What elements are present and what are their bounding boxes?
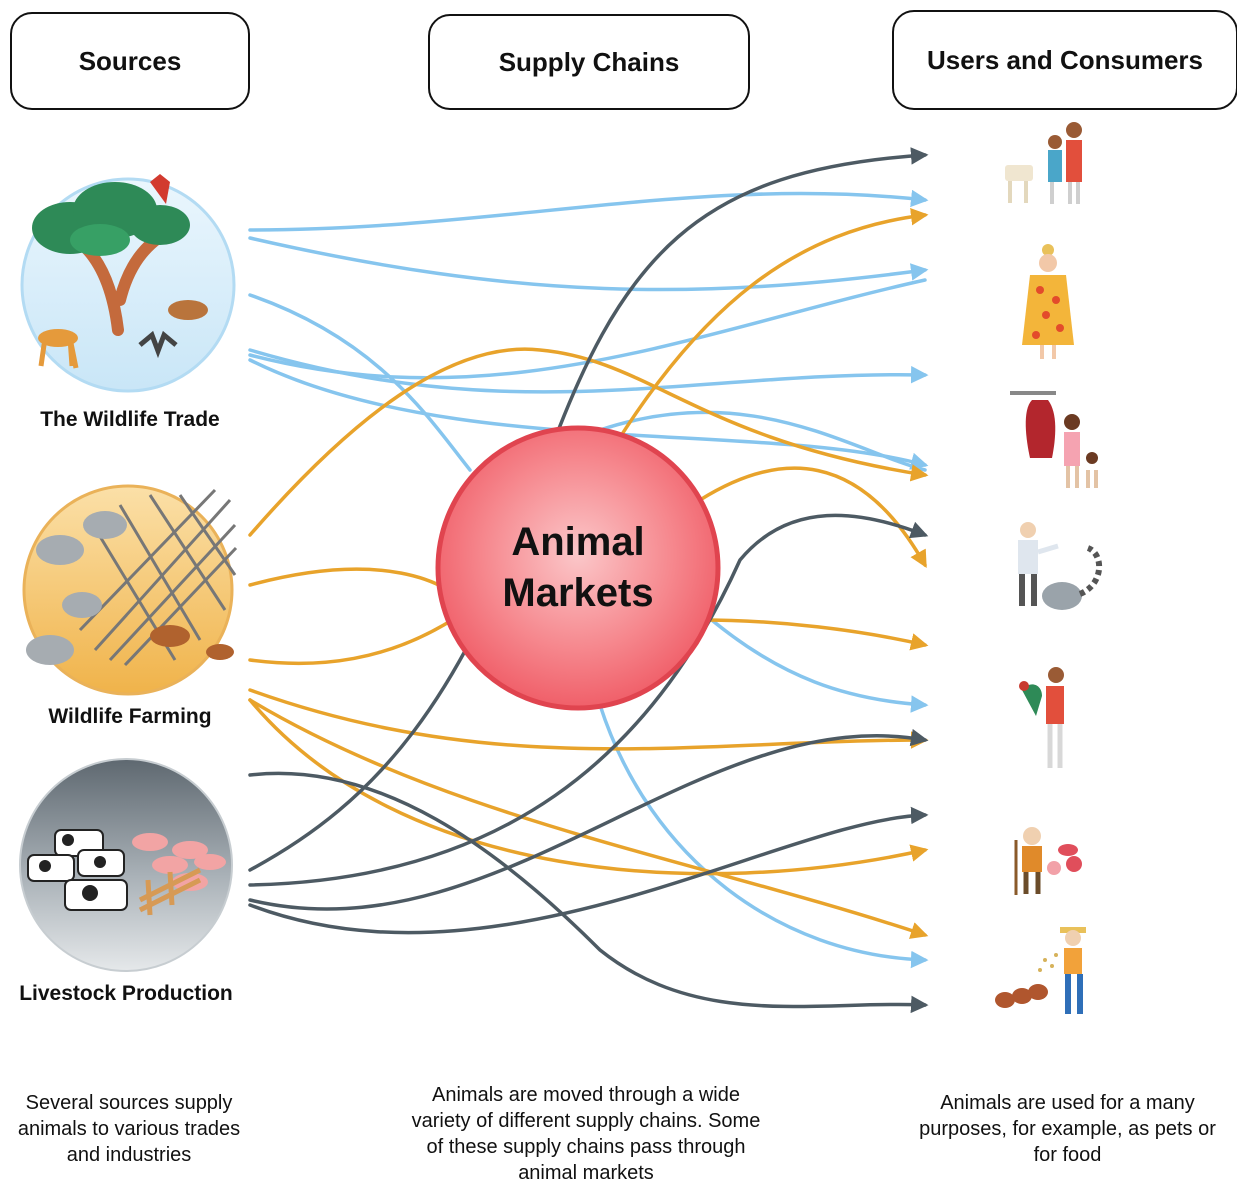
zoo-research-icon <box>1018 522 1103 610</box>
market-label-line2: Markets <box>502 571 653 615</box>
flow-wildlife-trade <box>598 410 927 472</box>
wildlife-farming-icon <box>22 484 238 696</box>
users-consumers-header: Users and Consumers <box>892 10 1237 110</box>
pets-family-icon <box>1005 122 1082 204</box>
flow-wildlife-farming <box>248 698 929 876</box>
flow-wildlife-farming <box>698 618 929 651</box>
supply-chains-header: Supply Chains <box>428 14 750 110</box>
flow-lines <box>248 147 929 1014</box>
flow-livestock <box>248 728 929 911</box>
livestock-production-icon <box>19 758 233 972</box>
flow-wildlife-farming <box>248 688 929 751</box>
source-label-wildlife-trade: The Wildlife Trade <box>40 408 220 431</box>
flow-livestock <box>248 806 929 935</box>
fur-coat-icon <box>1022 244 1074 359</box>
flow-wildlife-trade <box>698 608 929 713</box>
source-label-livestock: Livestock Production <box>19 982 233 1005</box>
flow-wildlife-trade <box>248 189 929 232</box>
wildlife-trade-icon <box>20 174 236 393</box>
sources-caption: Several sources supply animals to variou… <box>17 1092 241 1166</box>
flow-wildlife-farming <box>248 347 929 537</box>
animal-markets-node: Animal Markets <box>435 425 721 711</box>
flow-wildlife-trade <box>248 348 929 394</box>
traditional-medicine-icon <box>1014 827 1082 895</box>
sources-header: Sources <box>10 12 250 110</box>
exotic-pet-bird-icon <box>1019 667 1064 768</box>
market-label-line1: Animal <box>511 520 644 564</box>
flow-wildlife-trade <box>248 293 472 472</box>
flow-wildlife-farming <box>248 698 929 939</box>
supply-chains-caption: Animals are moved through a wide variety… <box>411 1084 761 1184</box>
users-caption: Animals are used for a many purposes, fo… <box>919 1092 1216 1166</box>
source-label-wildlife-farming: Wildlife Farming <box>48 705 212 728</box>
flow-wildlife-trade <box>598 703 929 969</box>
flow-wildlife-trade <box>248 236 929 292</box>
flow-livestock <box>248 771 929 1014</box>
meat-food-icon <box>1010 391 1098 488</box>
poultry-farmer-icon <box>995 927 1086 1014</box>
